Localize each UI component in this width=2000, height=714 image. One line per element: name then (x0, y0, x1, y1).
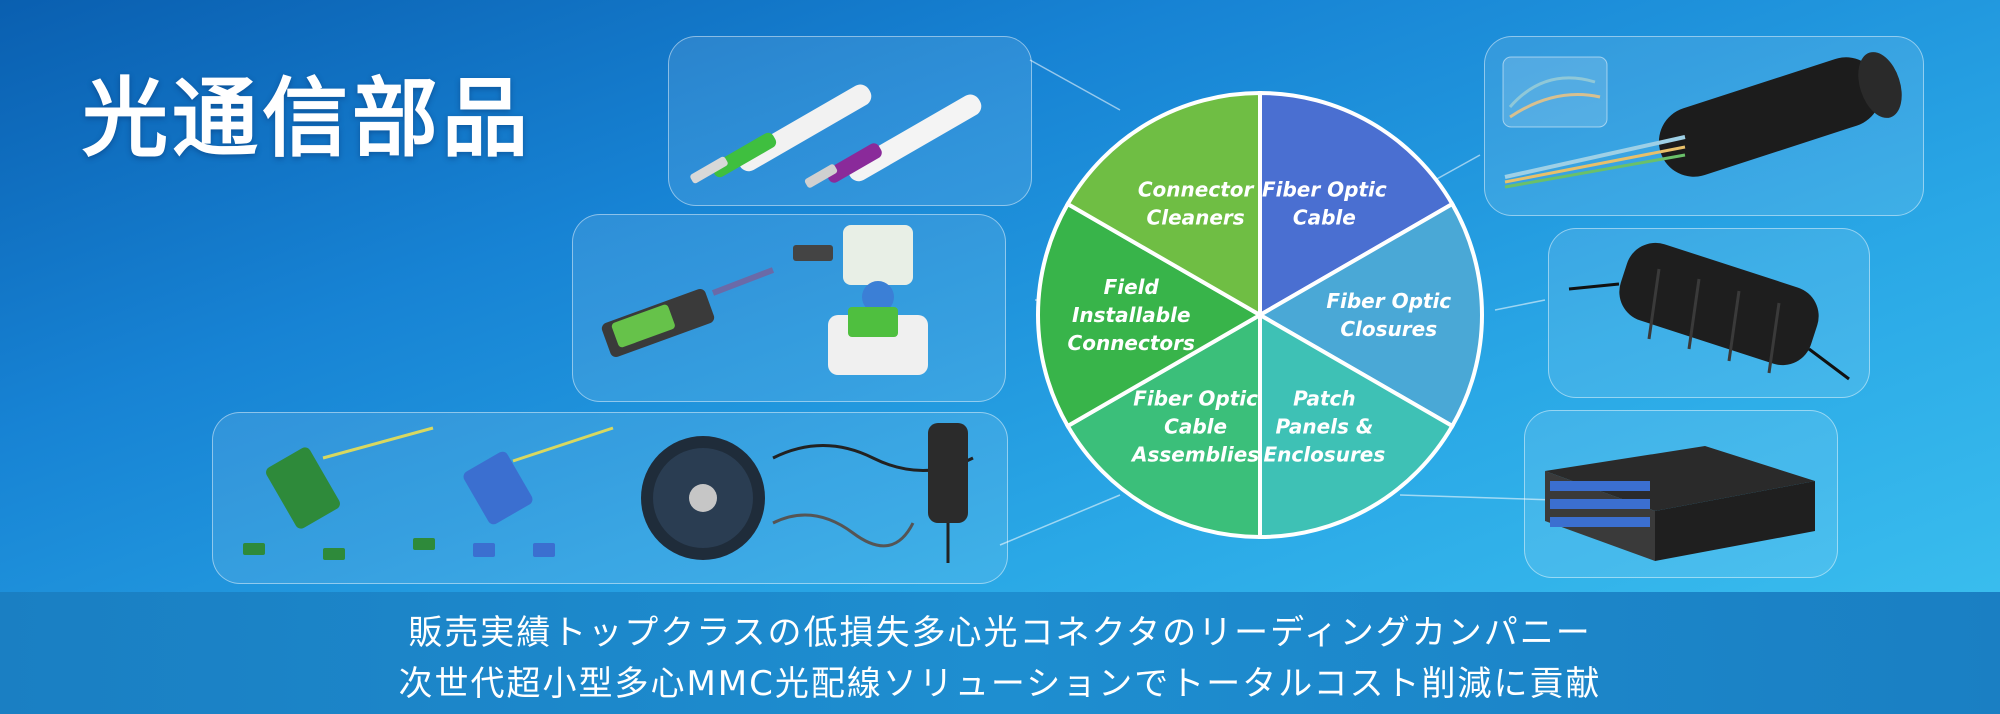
callout-line-cleaners (1029, 59, 1121, 111)
panel-fiber-cable (1484, 36, 1924, 216)
page-title: 光通信部品 (82, 69, 532, 169)
cable-assembly-icon (243, 423, 974, 563)
callout-line-cable (1434, 154, 1481, 181)
panel-cable-assemblies (212, 412, 1008, 584)
tagline-line-2: 次世代超小型多心MMC光配線ソリューションでトータルコスト削減に貢献 (398, 664, 1602, 704)
pie-segment-2 (1258, 311, 1455, 540)
pie-segment-4 (1036, 201, 1264, 429)
callout-line-patch (1399, 494, 1556, 501)
pie-segment-5 (1065, 90, 1262, 319)
pie-segment-1 (1255, 201, 1484, 429)
panel-patch-panels (1524, 410, 1838, 578)
field-connector-icon (601, 225, 928, 375)
pie-segment-0 (1258, 90, 1455, 319)
panel-fiber-closures (1548, 228, 1870, 398)
closure-icon (1568, 242, 1850, 381)
cleaner-pen-icon (690, 84, 982, 188)
patch-panel-icon (1545, 446, 1815, 561)
callout-line-closures (1494, 299, 1546, 311)
callout-line-assemblies (999, 494, 1121, 546)
tagline-band (0, 592, 2000, 714)
fiber-cable-icon (1502, 52, 1902, 189)
pie-segment-3 (1065, 311, 1262, 540)
panel-connector-cleaners (668, 36, 1032, 206)
tagline-line-1: 販売実績トップクラスの低損失多心光コネクタのリーディングカンパニー (408, 613, 1592, 653)
panel-field-connectors (572, 214, 1006, 402)
